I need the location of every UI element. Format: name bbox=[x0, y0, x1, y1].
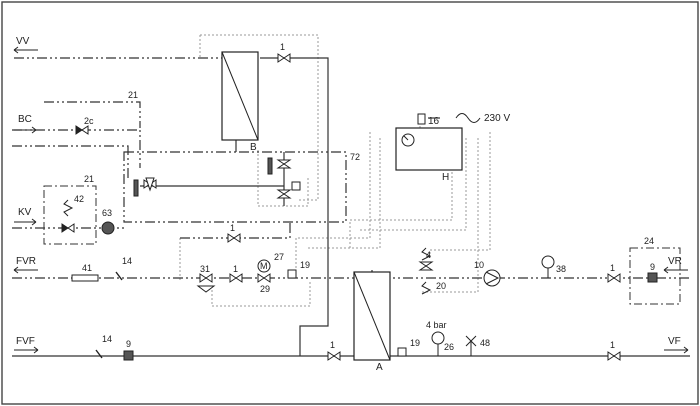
svg-text:41: 41 bbox=[82, 263, 92, 273]
meter-63-icon bbox=[101, 221, 115, 235]
pump-10-icon bbox=[483, 269, 501, 287]
label-vv: VV bbox=[16, 36, 30, 47]
svg-text:1: 1 bbox=[230, 223, 235, 233]
svg-text:9: 9 bbox=[650, 262, 655, 272]
strainer-41-icon bbox=[71, 274, 99, 282]
svg-text:M: M bbox=[260, 261, 268, 271]
arrow-vr bbox=[663, 266, 688, 274]
controller-unit-h: H 16 230 V bbox=[395, 113, 510, 183]
valve-42: 42 bbox=[61, 194, 84, 233]
label-kv: KV bbox=[18, 207, 32, 218]
valve-1-fvf-right: 1 bbox=[607, 340, 621, 361]
label-vr: VR bbox=[668, 256, 682, 267]
valve-mixing-left bbox=[133, 177, 157, 197]
svg-text:63: 63 bbox=[102, 208, 112, 218]
label-vf: VF bbox=[668, 336, 681, 347]
valve-1-fvr-right: 1 bbox=[607, 263, 621, 283]
svg-text:42: 42 bbox=[74, 194, 84, 204]
thermometer-14-fvf-icon bbox=[95, 349, 103, 359]
arrow-vv bbox=[13, 46, 38, 54]
label-fvf: FVF bbox=[16, 336, 35, 347]
svg-text:4 bar: 4 bar bbox=[426, 320, 447, 330]
valve-1-top: 1 bbox=[277, 42, 291, 63]
label-exchanger-a: A bbox=[376, 362, 383, 373]
svg-text:27: 27 bbox=[274, 252, 284, 262]
svg-text:29: 29 bbox=[260, 284, 270, 294]
motor-icon bbox=[257, 259, 271, 273]
svg-text:72: 72 bbox=[350, 152, 360, 162]
svg-text:21: 21 bbox=[128, 90, 138, 100]
svg-text:20: 20 bbox=[436, 281, 446, 291]
svg-text:14: 14 bbox=[102, 334, 112, 344]
pipework bbox=[12, 57, 690, 357]
valve-2c: 2c bbox=[75, 116, 94, 135]
valve-4-20: 4 20 bbox=[418, 247, 446, 295]
gauge-38-icon bbox=[541, 255, 555, 269]
label-16: 16 bbox=[428, 116, 440, 127]
group-labels: 21 21 72 24 bbox=[84, 90, 654, 246]
heat-exchanger-a: A bbox=[353, 271, 391, 373]
sensor-19-icon bbox=[287, 269, 297, 279]
svg-text:10: 10 bbox=[474, 260, 484, 270]
pressure-gauge-26-icon bbox=[431, 331, 445, 345]
svg-text:4: 4 bbox=[426, 250, 431, 260]
arrow-kv bbox=[14, 218, 37, 226]
svg-text:9: 9 bbox=[126, 339, 131, 349]
svg-text:1: 1 bbox=[330, 340, 335, 350]
meter-9-vr-icon bbox=[647, 272, 658, 283]
valve-31: 31 bbox=[196, 264, 216, 293]
valve-mixing-right bbox=[267, 157, 301, 199]
arrow-bc bbox=[14, 126, 37, 134]
svg-text:19: 19 bbox=[410, 338, 420, 348]
sensor-16-icon bbox=[417, 113, 426, 125]
svg-text:38: 38 bbox=[556, 264, 566, 274]
vent-48-icon bbox=[465, 335, 477, 356]
svg-text:48: 48 bbox=[480, 338, 490, 348]
svg-text:2c: 2c bbox=[84, 116, 94, 126]
valve-29-motorized: M 27 29 bbox=[257, 252, 284, 294]
control-wiring bbox=[179, 34, 491, 307]
arrow-fvf bbox=[14, 346, 39, 354]
svg-text:1: 1 bbox=[280, 42, 285, 52]
svg-text:1: 1 bbox=[610, 340, 615, 350]
label-voltage: 230 V bbox=[484, 113, 510, 124]
valves: 1 2c 42 1 bbox=[61, 42, 621, 361]
valve-1-fvf: 1 bbox=[327, 340, 341, 361]
arrow-fvr bbox=[13, 266, 38, 274]
label-bc: BC bbox=[18, 114, 32, 125]
svg-text:1: 1 bbox=[233, 264, 238, 274]
svg-text:19: 19 bbox=[300, 260, 310, 270]
label-unit-h: H bbox=[442, 172, 449, 183]
svg-text:24: 24 bbox=[644, 236, 654, 246]
thermometer-14-icon bbox=[115, 271, 123, 281]
svg-text:21: 21 bbox=[84, 174, 94, 184]
svg-text:1: 1 bbox=[610, 263, 615, 273]
flow-labels: VV BC KV FVR FVF VR VF bbox=[13, 36, 689, 354]
label-exchanger-b: B bbox=[250, 142, 257, 153]
heat-exchanger-b: B bbox=[221, 51, 259, 153]
instruments: 63 41 14 14 9 19 19 10 38 9 4 bar bbox=[71, 208, 658, 361]
svg-text:26: 26 bbox=[444, 342, 454, 352]
valve-1-fvr: 1 bbox=[229, 264, 243, 283]
svg-text:31: 31 bbox=[200, 264, 210, 274]
svg-text:14: 14 bbox=[122, 256, 132, 266]
meter-9-fvf-icon bbox=[123, 350, 134, 361]
power-wave-icon bbox=[455, 113, 481, 123]
arrow-vf bbox=[664, 346, 689, 354]
sensor-19-fvf-icon bbox=[397, 347, 407, 357]
valve-1-bypass: 1 bbox=[227, 223, 241, 243]
label-fvr: FVR bbox=[16, 256, 36, 267]
